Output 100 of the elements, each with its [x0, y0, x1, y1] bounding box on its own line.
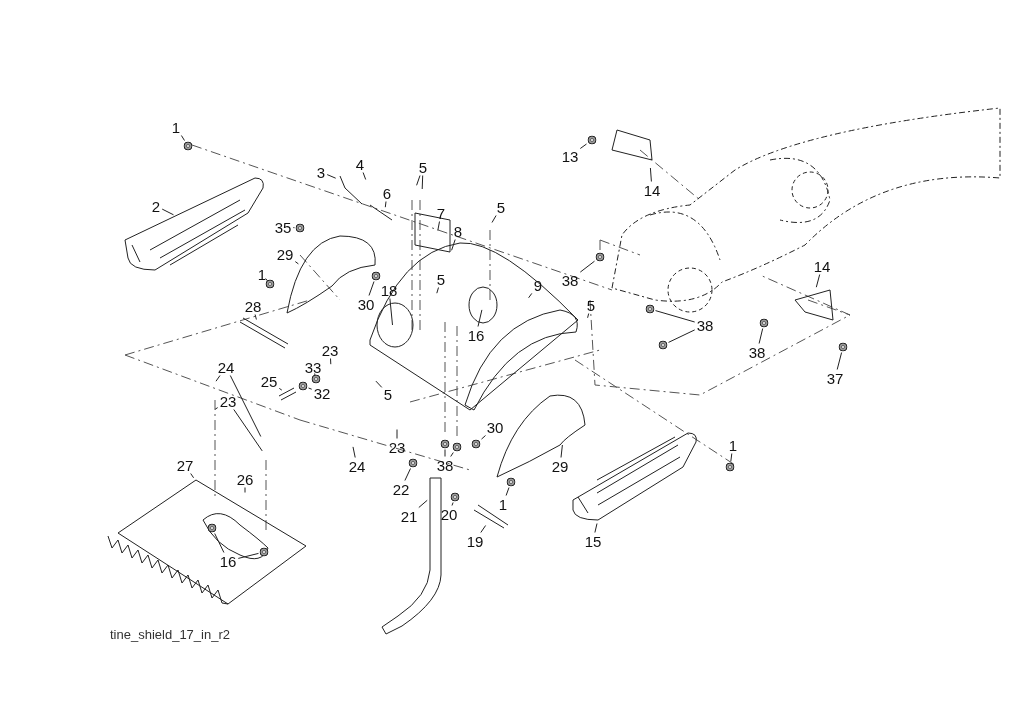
hex-nut — [259, 547, 269, 557]
leader-line — [278, 387, 283, 391]
hex-nut — [295, 223, 305, 233]
leader-line — [421, 175, 424, 190]
leader-line — [384, 201, 387, 208]
leader-line — [649, 167, 652, 182]
callout-number: 21 — [399, 508, 419, 524]
leader-line — [437, 221, 440, 231]
hex-nut — [183, 141, 193, 151]
callout-number: 5 — [585, 297, 597, 313]
leader-line — [668, 329, 696, 343]
leader-line — [528, 292, 533, 299]
callout-number: 7 — [435, 205, 447, 221]
callout-number: 23 — [387, 439, 407, 455]
leader-line — [477, 309, 483, 327]
callout-number: 18 — [379, 282, 399, 298]
leader-line — [594, 523, 598, 533]
callout-number: 38 — [560, 272, 580, 288]
drawing-caption: tine_shield_17_in_r2 — [110, 627, 230, 642]
leader-line — [326, 174, 337, 179]
callout-number: 2 — [150, 198, 162, 214]
callout-number: 22 — [391, 481, 411, 497]
hex-nut — [471, 439, 481, 449]
callout-number: 8 — [452, 223, 464, 239]
callout-number: 16 — [218, 553, 238, 569]
leader-line — [579, 143, 587, 149]
callout-number: 38 — [435, 457, 455, 473]
callout-number: 14 — [642, 182, 662, 198]
hex-nut — [265, 279, 275, 289]
leader-line — [352, 446, 356, 458]
callout-number: 5 — [435, 271, 447, 287]
leader-line — [418, 499, 428, 508]
callout-number: 5 — [417, 159, 429, 175]
callout-number: 1 — [256, 266, 268, 282]
callout-number: 23 — [218, 393, 238, 409]
leader-line — [396, 429, 398, 439]
callout-number: 5 — [495, 199, 507, 215]
leader-line — [491, 215, 497, 223]
callout-number: 15 — [583, 533, 603, 549]
leader-line — [375, 380, 383, 388]
hex-nut — [506, 477, 516, 487]
hex-nut — [408, 458, 418, 468]
leader-line — [481, 435, 486, 440]
leader-line — [416, 175, 421, 186]
callout-number: 9 — [532, 277, 544, 293]
callout-number: 25 — [259, 373, 279, 389]
hex-nut — [725, 462, 735, 472]
callout-number: 29 — [550, 458, 570, 474]
callout-number: 38 — [695, 317, 715, 333]
leader-line — [836, 352, 843, 370]
leader-line — [233, 409, 263, 452]
leader-line — [655, 310, 696, 323]
callout-number: 28 — [243, 298, 263, 314]
leader-line — [180, 135, 185, 141]
leader-line — [480, 525, 487, 533]
leader-line — [436, 287, 439, 294]
leader-line — [244, 487, 246, 493]
hex-nut — [645, 304, 655, 314]
leader-line — [294, 261, 299, 265]
callout-number: 30 — [485, 419, 505, 435]
callout-number: 6 — [381, 185, 393, 201]
leader-line — [215, 375, 221, 382]
callout-number: 1 — [727, 437, 739, 453]
leader-line — [579, 260, 595, 273]
leader-line — [730, 453, 733, 462]
leader-line — [450, 452, 454, 457]
callout-number: 1 — [170, 119, 182, 135]
callout-number: 5 — [382, 386, 394, 402]
leader-line — [368, 281, 375, 296]
callout-number: 1 — [497, 496, 509, 512]
hex-nut — [658, 340, 668, 350]
hex-nut — [440, 439, 450, 449]
callout-number: 23 — [320, 342, 340, 358]
callout-number: 26 — [235, 471, 255, 487]
leader-line — [265, 278, 269, 283]
callout-number: 37 — [825, 370, 845, 386]
callout-number: 29 — [275, 246, 295, 262]
leader-line — [587, 313, 590, 319]
callout-number: 33 — [303, 359, 323, 375]
leader-line — [161, 208, 174, 216]
leader-line — [560, 444, 563, 458]
callout-number: 13 — [560, 148, 580, 164]
leader-line — [229, 375, 262, 437]
leader-line — [292, 227, 295, 229]
hex-nut — [371, 271, 381, 281]
callout-number: 24 — [347, 458, 367, 474]
callout-number: 3 — [315, 164, 327, 180]
leader-line — [330, 358, 332, 365]
callout-number: 38 — [747, 344, 767, 360]
leader-line — [451, 502, 454, 506]
leader-line — [214, 407, 219, 410]
hex-nut — [298, 381, 308, 391]
callout-number: 16 — [466, 327, 486, 343]
leader-line — [190, 473, 195, 479]
leader-line — [815, 274, 821, 288]
callout-number: 4 — [354, 156, 366, 172]
leader-line — [444, 449, 446, 457]
hex-nut — [452, 442, 462, 452]
leader-line — [214, 533, 225, 553]
callout-number: 20 — [439, 506, 459, 522]
